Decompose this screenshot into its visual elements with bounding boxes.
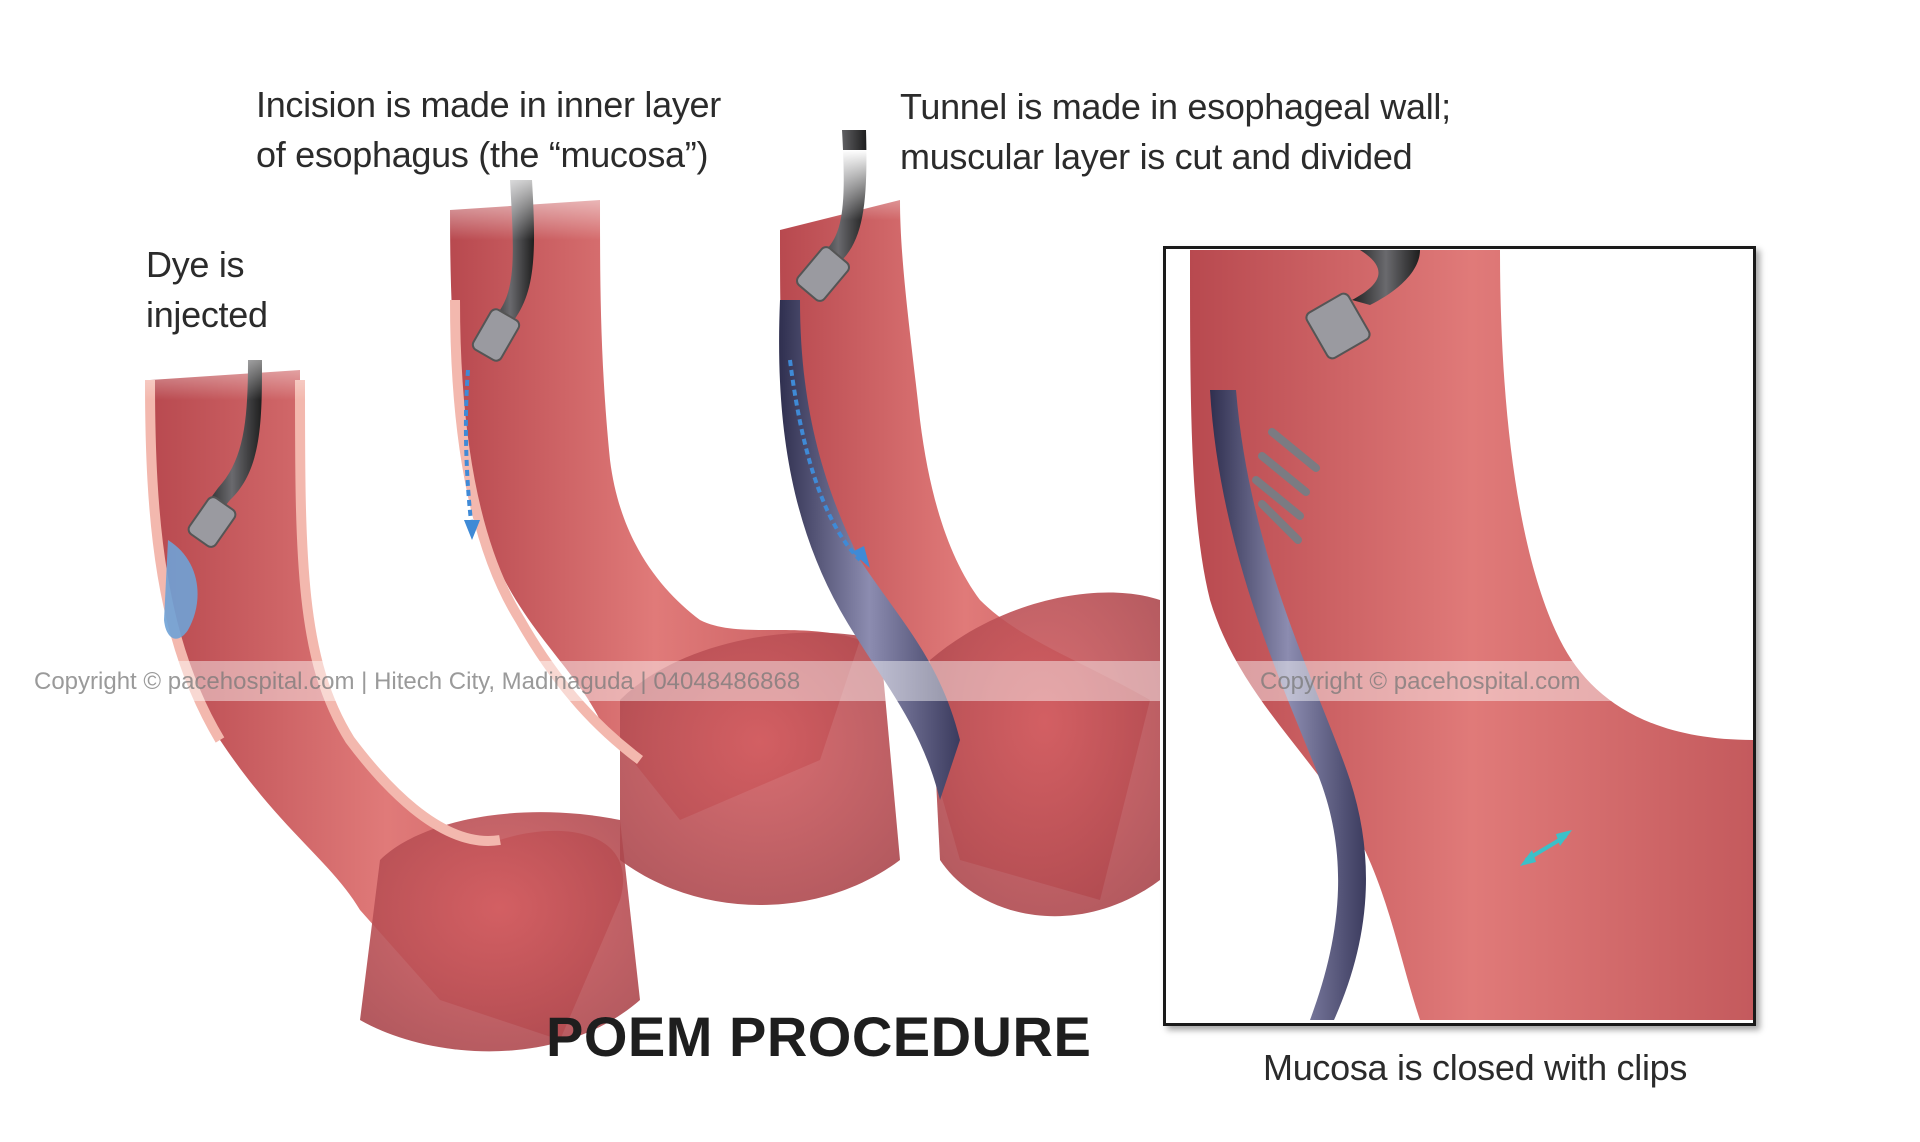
step-label-line: Mucosa is closed with clips	[1263, 1047, 1688, 1088]
stomach	[620, 632, 900, 905]
step-label-clips: Mucosa is closed with clips	[1263, 1043, 1687, 1093]
panel-incision	[430, 160, 900, 905]
stomach	[360, 812, 640, 1052]
tunnel-arrow	[788, 359, 862, 562]
incision-arrow	[463, 369, 474, 531]
step-label-line: Dye is	[146, 244, 245, 285]
inset-frame	[1163, 246, 1756, 1026]
step-label-line: of esophagus (the “mucosa”)	[256, 134, 709, 175]
watermark-right: Copyright © pacehospital.com	[1260, 668, 1581, 695]
clips	[1252, 428, 1320, 544]
panel-clip-closure	[1166, 249, 1753, 1023]
step-label-line: injected	[146, 294, 268, 335]
watermark-band	[0, 661, 1920, 701]
closed-tunnel	[1210, 390, 1366, 1020]
dye-bleb	[164, 540, 198, 639]
page-title: POEM PROCEDURE	[546, 1005, 1092, 1068]
step-label-line: Tunnel is made in esophageal wall;	[900, 86, 1451, 127]
step-label-line: Incision is made in inner layer	[256, 84, 721, 125]
panel-dye-injection	[140, 320, 640, 1052]
step-label-tunnel: Tunnel is made in esophageal wall; muscu…	[900, 82, 1451, 182]
stomach	[930, 592, 1160, 917]
esophagus-wall	[1190, 250, 1753, 1020]
step-label-line: muscular layer is cut and divided	[900, 136, 1413, 177]
step-label-dye: Dye is injected	[146, 240, 268, 340]
step-label-incision: Incision is made in inner layer of esoph…	[256, 80, 721, 180]
panel-tunnel	[760, 130, 1160, 917]
watermark-left: Copyright © pacehospital.com | Hitech Ci…	[34, 668, 801, 695]
submucosal-tunnel	[779, 300, 960, 800]
endoscope	[1352, 250, 1420, 305]
